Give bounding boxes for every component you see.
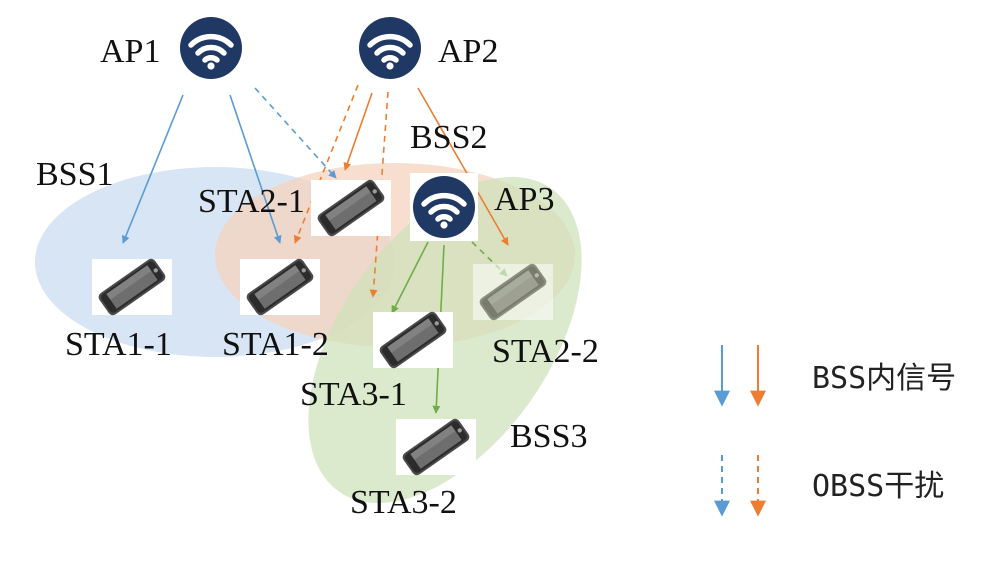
- phone-icon: [373, 309, 453, 371]
- sta2-1-label: STA2-1: [198, 183, 305, 220]
- sta3-1-label: STA3-1: [300, 376, 407, 413]
- phone-icon: [396, 416, 476, 478]
- phone-icon: [311, 177, 391, 239]
- link-ap1-sta2-1: [254, 87, 337, 179]
- ap1-label: AP1: [100, 33, 160, 70]
- phone-icon: [92, 256, 172, 318]
- link-ap2-sta2-1: [343, 92, 373, 171]
- link-ap2-sta2-2: [417, 87, 509, 246]
- link-ap3-sta2-2: [471, 241, 508, 277]
- legend: BSS内信号 OBSS干扰: [714, 345, 956, 517]
- bss1-label: BSS1: [36, 156, 114, 193]
- bss3-label: BSS3: [510, 418, 588, 455]
- sta1-1-label: STA1-1: [65, 326, 172, 363]
- access-points: [180, 17, 478, 241]
- bss2-label: BSS2: [410, 119, 488, 156]
- wifi-icon: [180, 17, 242, 79]
- wifi-icon: [359, 17, 421, 79]
- link-ap1-sta1-2: [229, 94, 282, 244]
- ap3-label: AP3: [494, 181, 554, 218]
- labels: AP1 AP2 AP3 BSS1 BSS2 BSS3 STA2-1 STA1-1…: [36, 33, 599, 521]
- link-ap3-sta3-1: [391, 241, 429, 314]
- ap2-label: AP2: [438, 33, 498, 70]
- phone-icon: [240, 256, 320, 318]
- phone-icon: [473, 261, 553, 323]
- link-ap1-sta1-1: [121, 94, 184, 244]
- sta3-2-label: STA3-2: [350, 484, 457, 521]
- sta2-2-label: STA2-2: [492, 333, 599, 370]
- legend-solid-label: BSS内信号: [812, 361, 956, 396]
- sta1-2-label: STA1-2: [222, 326, 329, 363]
- wifi-icon: [413, 176, 475, 238]
- legend-dashed-label: OBSS干扰: [812, 469, 944, 504]
